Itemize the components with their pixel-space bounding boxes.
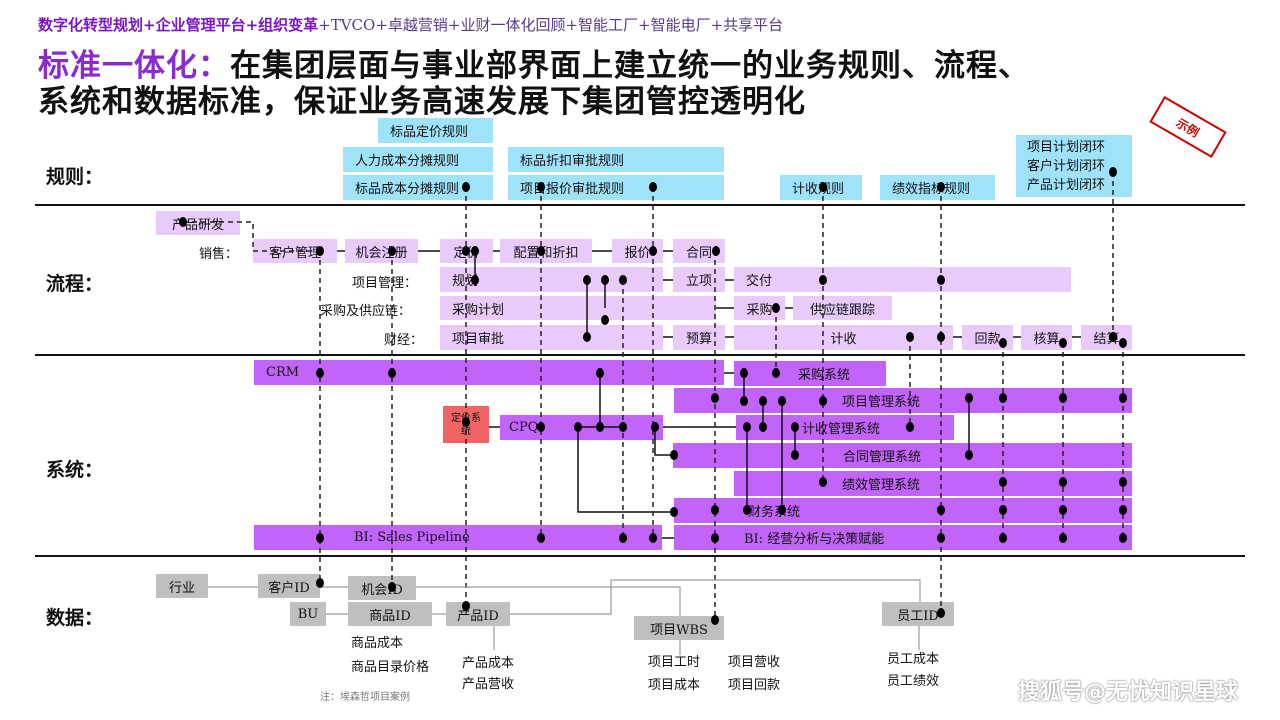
example-stamp: 示例 bbox=[1149, 96, 1227, 158]
data-entity: 行业 bbox=[156, 574, 208, 598]
section-process: 流程： bbox=[46, 273, 104, 295]
subtitle-highlight: 数字化转型规划+企业管理平台+组织变革 bbox=[38, 16, 319, 34]
process-box: 预算 bbox=[673, 325, 725, 350]
data-attr: 项目营收 bbox=[728, 655, 781, 670]
section-rules: 规则： bbox=[46, 166, 104, 188]
data-attr: 项目成本 bbox=[648, 678, 701, 693]
process-box: 报价 bbox=[612, 239, 663, 263]
data-link bbox=[510, 579, 921, 615]
system-procurement: 采购系统 bbox=[734, 361, 886, 386]
divider bbox=[35, 354, 1245, 356]
title-text: 在集团层面与事业部界面上建立统一的业务规则、流程、 bbox=[230, 48, 1030, 84]
rule-box: 标品折扣审批规则 bbox=[508, 147, 724, 172]
data-entity: 产品ID bbox=[446, 602, 510, 626]
data-attr: 员工成本 bbox=[887, 652, 940, 667]
system-finance: 财务系统 bbox=[674, 498, 1132, 523]
header-subtitle: 数字化转型规划+企业管理平台+组织变革+TVCO+卓越营销+业财一体化回顾+智能… bbox=[38, 14, 783, 35]
process-box: 规划 bbox=[440, 267, 663, 292]
subtitle-rest: +TVCO+卓越营销+业财一体化回顾+智能工厂+智能电厂+共享平台 bbox=[318, 16, 784, 34]
footnote: 注：埃森哲项目案例 bbox=[320, 692, 410, 703]
system-pricing: 定价系统 bbox=[443, 406, 489, 443]
data-attr: 产品营收 bbox=[462, 677, 515, 692]
page-title-line1: 标准一体化：在集团层面与事业部界面上建立统一的业务规则、流程、 bbox=[38, 40, 1030, 85]
process-label-supply: 采购及供应链： bbox=[320, 304, 412, 319]
section-data: 数据： bbox=[46, 607, 104, 629]
system-bi-sales: BI: Sales Pipeline bbox=[254, 525, 662, 550]
data-attr: 项目工时 bbox=[648, 655, 701, 670]
system-crm: CRM bbox=[254, 360, 724, 385]
divider bbox=[35, 555, 1245, 557]
data-attr: 产品成本 bbox=[462, 656, 515, 671]
data-entity: 机会ID bbox=[348, 576, 416, 600]
watermark: 搜狐号@无忧知识星球 bbox=[1017, 680, 1238, 705]
data-entity: 项目WBS bbox=[634, 616, 724, 640]
system-contract-mgmt: 合同管理系统 bbox=[673, 443, 1132, 468]
process-box: 回款 bbox=[962, 325, 1013, 350]
system-revenue-mgmt: 计收管理系统 bbox=[736, 415, 954, 440]
process-label-pm: 项目管理： bbox=[352, 276, 418, 291]
rule-box-closed-loop: 项目计划闭环客户计划闭环产品计划闭环 bbox=[1016, 135, 1132, 197]
rule-line: 客户计划闭环 bbox=[1027, 159, 1106, 174]
process-box: 配置和折扣 bbox=[500, 239, 592, 263]
process-box: 客户管理 bbox=[253, 239, 337, 263]
rule-box: 绩效指标规则 bbox=[880, 175, 995, 200]
data-entity: 客户ID bbox=[258, 574, 320, 598]
process-box: 供应链跟踪 bbox=[793, 296, 892, 320]
system-project-mgmt: 项目管理系统 bbox=[674, 388, 1132, 413]
data-entity: 商品ID bbox=[348, 602, 432, 626]
rule-line: 项目计划闭环 bbox=[1027, 140, 1106, 155]
data-attr: 商品目录价格 bbox=[351, 660, 430, 675]
system-performance-mgmt: 绩效管理系统 bbox=[734, 471, 1132, 496]
process-box: 定价 bbox=[440, 239, 493, 263]
title-prefix: 标准一体化： bbox=[38, 48, 230, 84]
process-box: 结算 bbox=[1081, 325, 1132, 350]
process-box: 采购计划 bbox=[440, 296, 716, 320]
process-box: 合同 bbox=[673, 239, 725, 263]
section-systems: 系统： bbox=[46, 459, 104, 481]
divider bbox=[35, 204, 1245, 206]
rule-box: 人力成本分摊规则 bbox=[343, 147, 493, 172]
process-label-finance: 财经： bbox=[384, 333, 424, 348]
process-label-sales: 销售： bbox=[199, 247, 239, 262]
rule-box: 标品定价规则 bbox=[378, 118, 493, 143]
rule-line: 产品计划闭环 bbox=[1027, 178, 1106, 193]
process-box: 采购 bbox=[734, 296, 785, 320]
process-box: 交付 bbox=[734, 267, 1071, 292]
system-bi-analytics: BI: 经营分析与决策赋能 bbox=[674, 525, 1132, 550]
data-attr: 商品成本 bbox=[351, 636, 404, 651]
rule-box: 计收规则 bbox=[780, 175, 862, 200]
process-box: 核算 bbox=[1021, 325, 1072, 350]
data-entity: BU bbox=[290, 602, 326, 626]
process-box: 计收 bbox=[734, 325, 953, 350]
process-box: 产品研发 bbox=[156, 211, 240, 235]
data-entity: 员工ID bbox=[882, 602, 954, 626]
system-cpq: CPQ bbox=[500, 415, 663, 440]
process-box: 立项 bbox=[673, 267, 725, 292]
rule-box: 项目报价审批规则 bbox=[508, 175, 724, 200]
process-box: 机会注册 bbox=[345, 239, 418, 263]
data-attr: 员工绩效 bbox=[887, 674, 940, 689]
process-box: 项目审批 bbox=[440, 325, 663, 350]
page-title-line2: 系统和数据标准，保证业务高速发展下集团管控透明化 bbox=[38, 84, 806, 120]
data-attr: 项目回款 bbox=[728, 678, 781, 693]
rule-box: 标品成本分摊规则 bbox=[343, 175, 493, 200]
